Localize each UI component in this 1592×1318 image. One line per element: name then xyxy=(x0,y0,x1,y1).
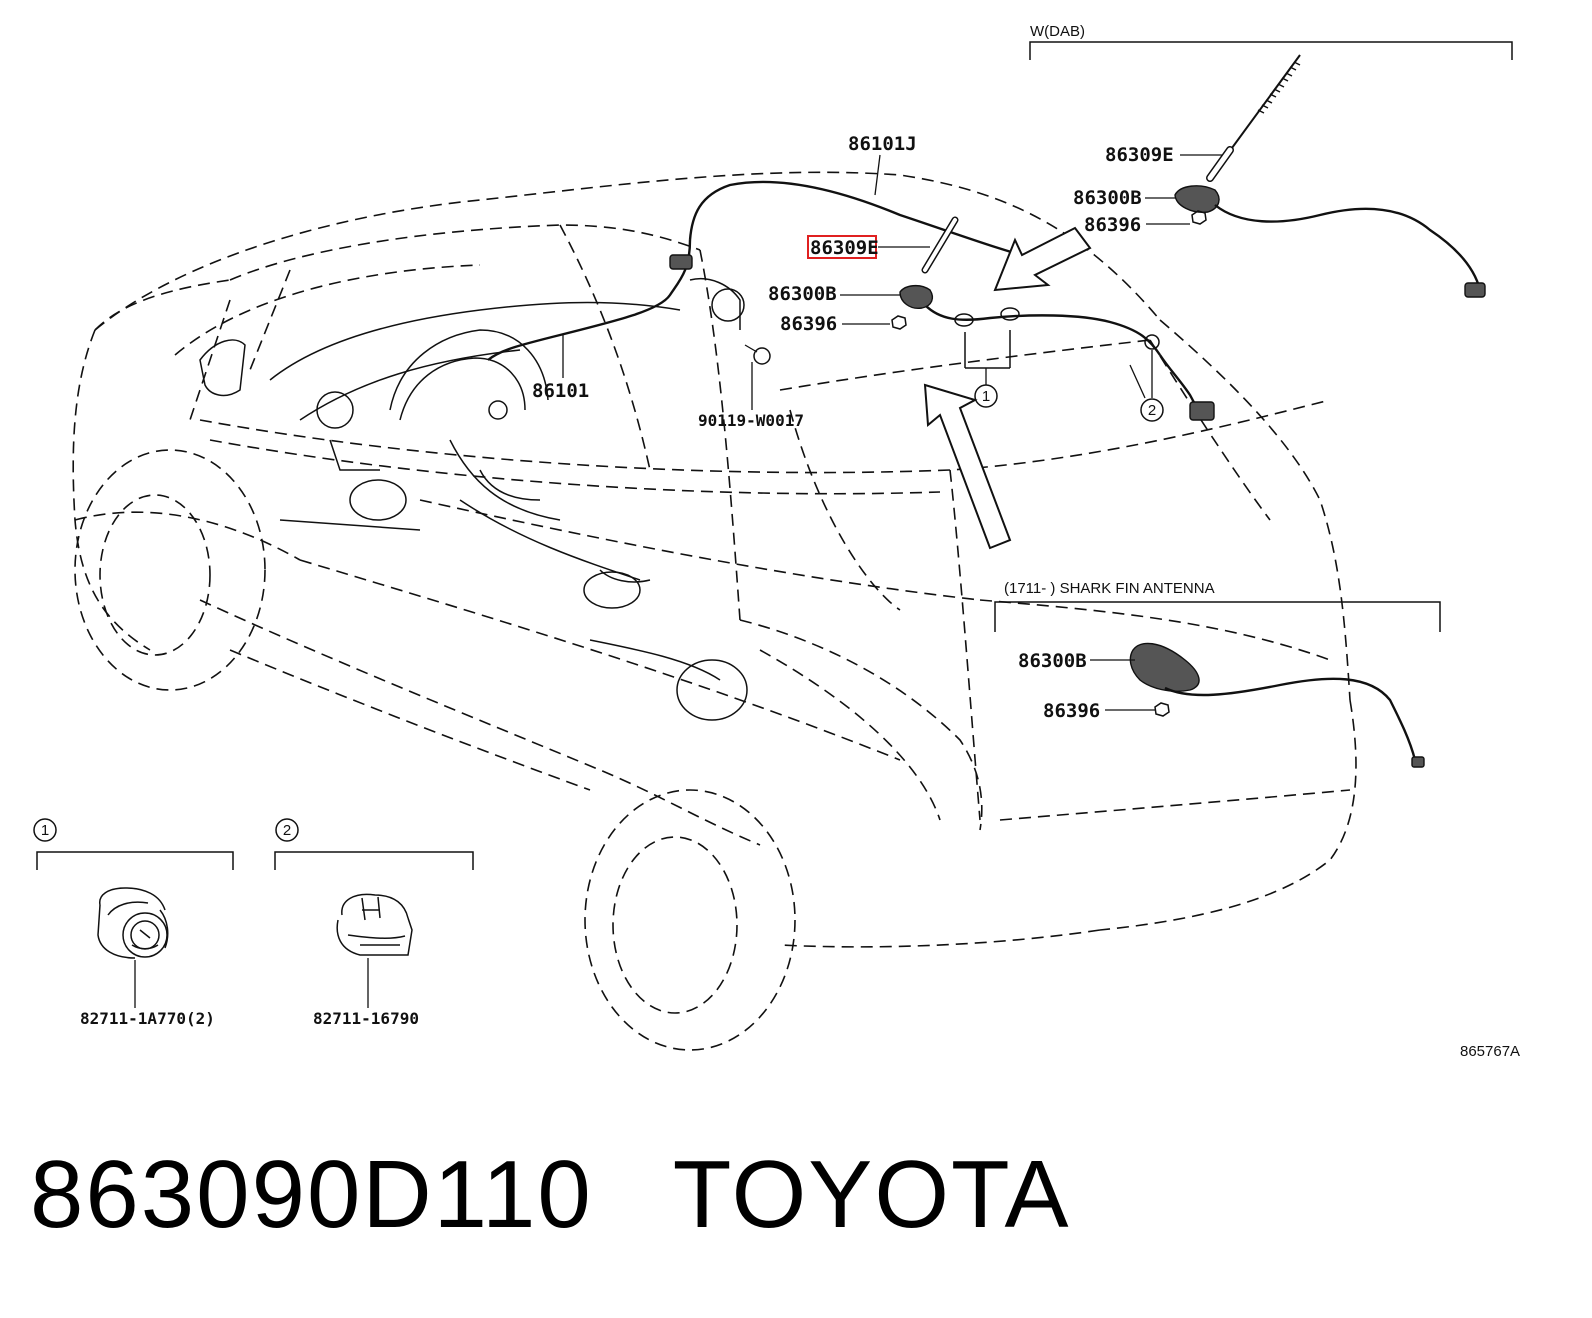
shark-label-86396: 86396 xyxy=(1043,700,1100,722)
dab-label-86309E: 86309E xyxy=(1105,144,1174,166)
dab-group-title: W(DAB) xyxy=(1030,23,1085,40)
shark-label-86300B: 86300B xyxy=(1018,650,1087,672)
callout-2-text: 2 xyxy=(1148,402,1156,419)
clip-locator-1: 1 xyxy=(964,330,1011,408)
rear-wheel xyxy=(584,789,796,1051)
clip-locator-2: 2 xyxy=(1129,350,1164,422)
illustration-code: 865767A xyxy=(1460,1043,1520,1060)
clamp-inset-1: 1 82711-1A770(2) xyxy=(33,818,234,1028)
footer-part-number: 863090D110 xyxy=(30,1141,593,1248)
footer-title: 863090D110 TOYOTA xyxy=(30,1140,1071,1250)
footer-brand: TOYOTA xyxy=(672,1141,1071,1248)
svg-text:86101J: 86101J xyxy=(848,133,917,155)
highlight-box xyxy=(807,235,877,259)
antenna-cable-86101 xyxy=(487,180,1041,361)
shark-fin-group-title: (1711- ) SHARK FIN ANTENNA xyxy=(1004,580,1215,597)
label-86101J: 86101J xyxy=(848,133,917,196)
antenna-base-86300B xyxy=(899,285,934,309)
label-86300B: 86300B xyxy=(768,283,900,305)
svg-text:86101: 86101 xyxy=(532,380,589,402)
dab-label-86396: 86396 xyxy=(1084,214,1141,236)
svg-text:86300B: 86300B xyxy=(768,283,837,305)
svg-text:86396: 86396 xyxy=(780,313,837,335)
inset-1-number: 1 xyxy=(41,822,49,839)
clamp-inset-2: 2 82711-16790 xyxy=(274,818,474,1028)
label-86396: 86396 xyxy=(780,313,890,335)
pointer-arrow-lower xyxy=(923,383,1012,550)
screw-90119 xyxy=(744,344,771,365)
inset-2-number: 2 xyxy=(283,822,291,839)
dab-group: W(DAB) 86309E 86300B 86396 xyxy=(1029,23,1513,298)
svg-text:90119-W0017: 90119-W0017 xyxy=(698,411,804,430)
shark-fin-group: (1711- ) SHARK FIN ANTENNA 86300B 86396 xyxy=(994,580,1441,768)
clamp-1-label: 82711-1A770(2) xyxy=(80,1009,215,1028)
label-90119-W0017: 90119-W0017 xyxy=(698,362,804,430)
clamp-2-label: 82711-16790 xyxy=(313,1009,419,1028)
front-wheel xyxy=(74,449,266,691)
antenna-nut-86396 xyxy=(891,315,907,330)
antenna-cable-86101J xyxy=(924,304,1215,421)
label-86309E-highlighted: 86309E xyxy=(807,235,930,259)
callout-1-text: 1 xyxy=(982,388,990,405)
svg-text:86309E: 86309E xyxy=(810,237,879,259)
label-86101: 86101 xyxy=(532,335,589,402)
antenna-rod-86309E xyxy=(921,216,959,274)
pointer-arrow-upper xyxy=(993,226,1092,292)
car-body-outline xyxy=(72,171,1357,948)
interior-dashboard xyxy=(199,278,748,721)
dab-label-86300B: 86300B xyxy=(1073,187,1142,209)
